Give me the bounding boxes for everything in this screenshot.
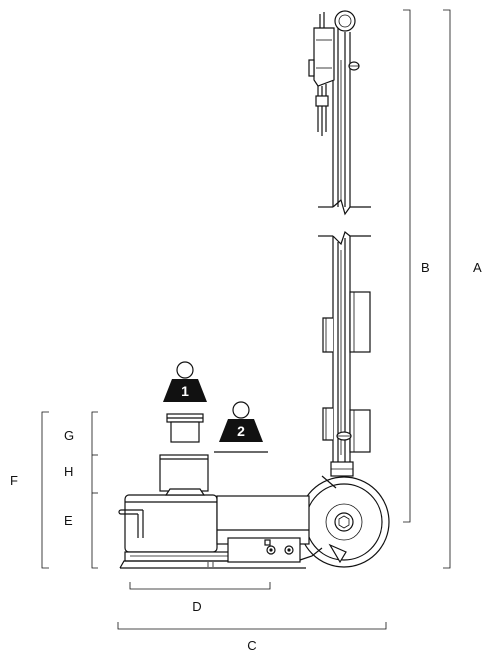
dimension-b-label: B	[421, 260, 430, 275]
jack-handle-lower	[318, 230, 371, 477]
dimension-d: D	[129, 582, 271, 614]
ram-saddle-upper	[166, 413, 204, 443]
ram-saddle-lower	[159, 454, 209, 496]
dimension-c-label: C	[247, 638, 256, 653]
handle-knob	[334, 10, 356, 32]
load-weight-1-label: 1	[181, 383, 189, 399]
dimension-f: F	[10, 411, 49, 569]
dimension-a-label: A	[473, 260, 482, 275]
dimension-e-label: E	[64, 513, 73, 528]
dimension-c: C	[117, 622, 387, 653]
dimension-ghe: G H E	[64, 411, 98, 569]
dimension-a: A	[443, 9, 482, 569]
load-weight-2: 2	[219, 401, 263, 442]
dimension-h-label: H	[64, 464, 73, 479]
load-weight-2-label: 2	[237, 423, 245, 439]
dimension-f-label: F	[10, 473, 18, 488]
jack-handle-upper	[308, 10, 371, 216]
dimension-d-label: D	[192, 599, 201, 614]
dimension-g-label: G	[64, 428, 74, 443]
dimension-b: B	[403, 9, 430, 523]
jack-body	[118, 494, 323, 569]
load-weight-1: 1	[163, 361, 207, 402]
wheel	[298, 475, 390, 568]
